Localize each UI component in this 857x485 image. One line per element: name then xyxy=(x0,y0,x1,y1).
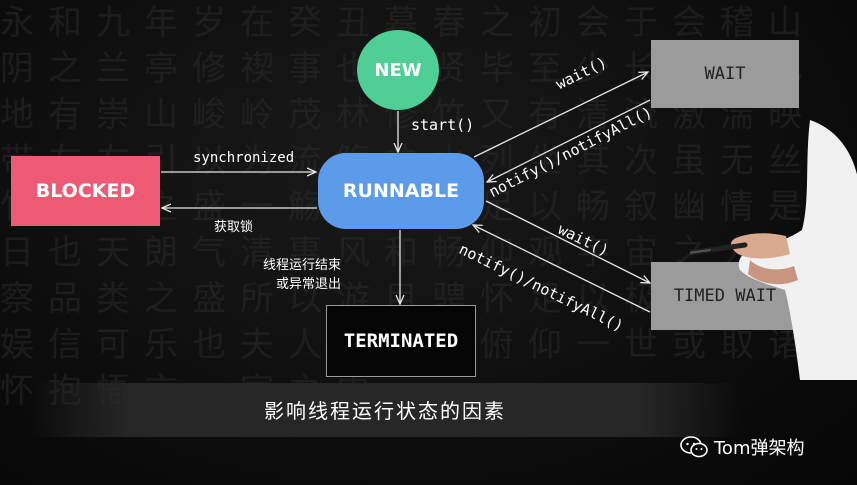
state-new: NEW xyxy=(357,30,439,110)
watermark: Tom弹架构 xyxy=(680,434,804,460)
state-runnable: RUNNABLE xyxy=(318,153,484,229)
state-wait: WAIT xyxy=(651,40,799,108)
label-thread-end: 线程运行结束 或异常退出 xyxy=(263,256,341,294)
arrow-notify-from-timed xyxy=(473,225,651,313)
label-synchronized: synchronized xyxy=(193,150,295,166)
label-start: start() xyxy=(411,116,475,134)
arrow-wait xyxy=(473,72,648,158)
slide-caption: 影响线程运行状态的因素 xyxy=(264,399,506,423)
arrow-wait-timed xyxy=(485,200,650,283)
label-acquire-lock: 获取锁 xyxy=(214,220,254,235)
watermark-text: Tom弹架构 xyxy=(714,438,805,459)
arrow-notify-from-wait xyxy=(487,99,651,182)
caption-bar: 影响线程运行状态的因素 xyxy=(30,383,740,437)
presenter-hand xyxy=(690,120,857,380)
state-blocked: BLOCKED xyxy=(11,156,160,226)
state-terminated: TERMINATED xyxy=(326,305,476,377)
label-thread-end-line1: 线程运行结束 xyxy=(263,258,342,273)
wechat-icon xyxy=(680,436,708,458)
label-thread-end-line2: 或异常退出 xyxy=(276,277,342,292)
